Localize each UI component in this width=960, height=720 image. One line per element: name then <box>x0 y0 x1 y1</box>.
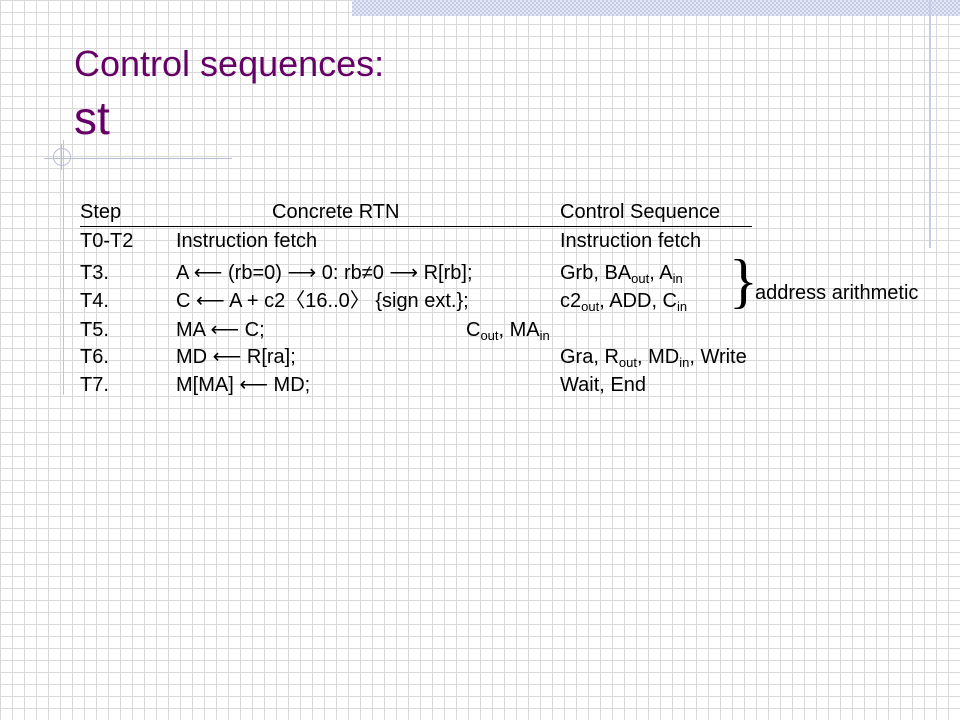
row-rtn: MA ⟵ C; <box>176 319 265 341</box>
row-control: Instruction fetch <box>560 230 702 252</box>
crosshair-circle-icon <box>53 148 71 166</box>
left-decorative-rule <box>63 140 64 395</box>
row-rtn: A ⟵ (rb=0) ⟶ 0: rb≠0 ⟶ R[rb]; <box>176 262 473 284</box>
row-control: Grb, BAout, Ain <box>560 262 683 286</box>
row-rtn: M[MA] ⟵ MD; <box>176 374 311 396</box>
row-control: c2out, ADD, Cin <box>560 290 688 314</box>
row-control: Cout, MAin <box>466 319 550 343</box>
row-step: T0-T2 <box>80 230 134 252</box>
row-control: Gra, Rout, MDin, Write <box>560 346 747 370</box>
header-step: Step <box>80 201 122 223</box>
header-control-sequence: Control Sequence <box>560 201 721 223</box>
right-brace-icon: } <box>729 248 758 314</box>
top-decorative-bar <box>352 0 960 16</box>
row-step: T6. <box>80 346 109 368</box>
row-step: T7. <box>80 374 109 396</box>
row-step: T5. <box>80 319 109 341</box>
row-control: Wait, End <box>560 374 646 396</box>
header-concrete-rtn: Concrete RTN <box>272 201 400 223</box>
slide-title: Control sequences: <box>74 43 385 84</box>
row-rtn: Instruction fetch <box>176 230 318 252</box>
row-rtn: C ⟵ A + c2〈16..0〉 {sign ext.}; <box>176 290 469 312</box>
title-underline-rule <box>44 158 232 159</box>
row-step: T4. <box>80 290 109 312</box>
address-arithmetic-note: address arithmetic <box>755 282 919 304</box>
right-decorative-rule <box>929 0 931 248</box>
header-underline <box>80 226 752 227</box>
slide-subtitle: st <box>74 92 110 144</box>
row-rtn: MD ⟵ R[ra]; <box>176 346 296 368</box>
crosshair-tick-icon <box>61 144 62 170</box>
row-step: T3. <box>80 262 109 284</box>
